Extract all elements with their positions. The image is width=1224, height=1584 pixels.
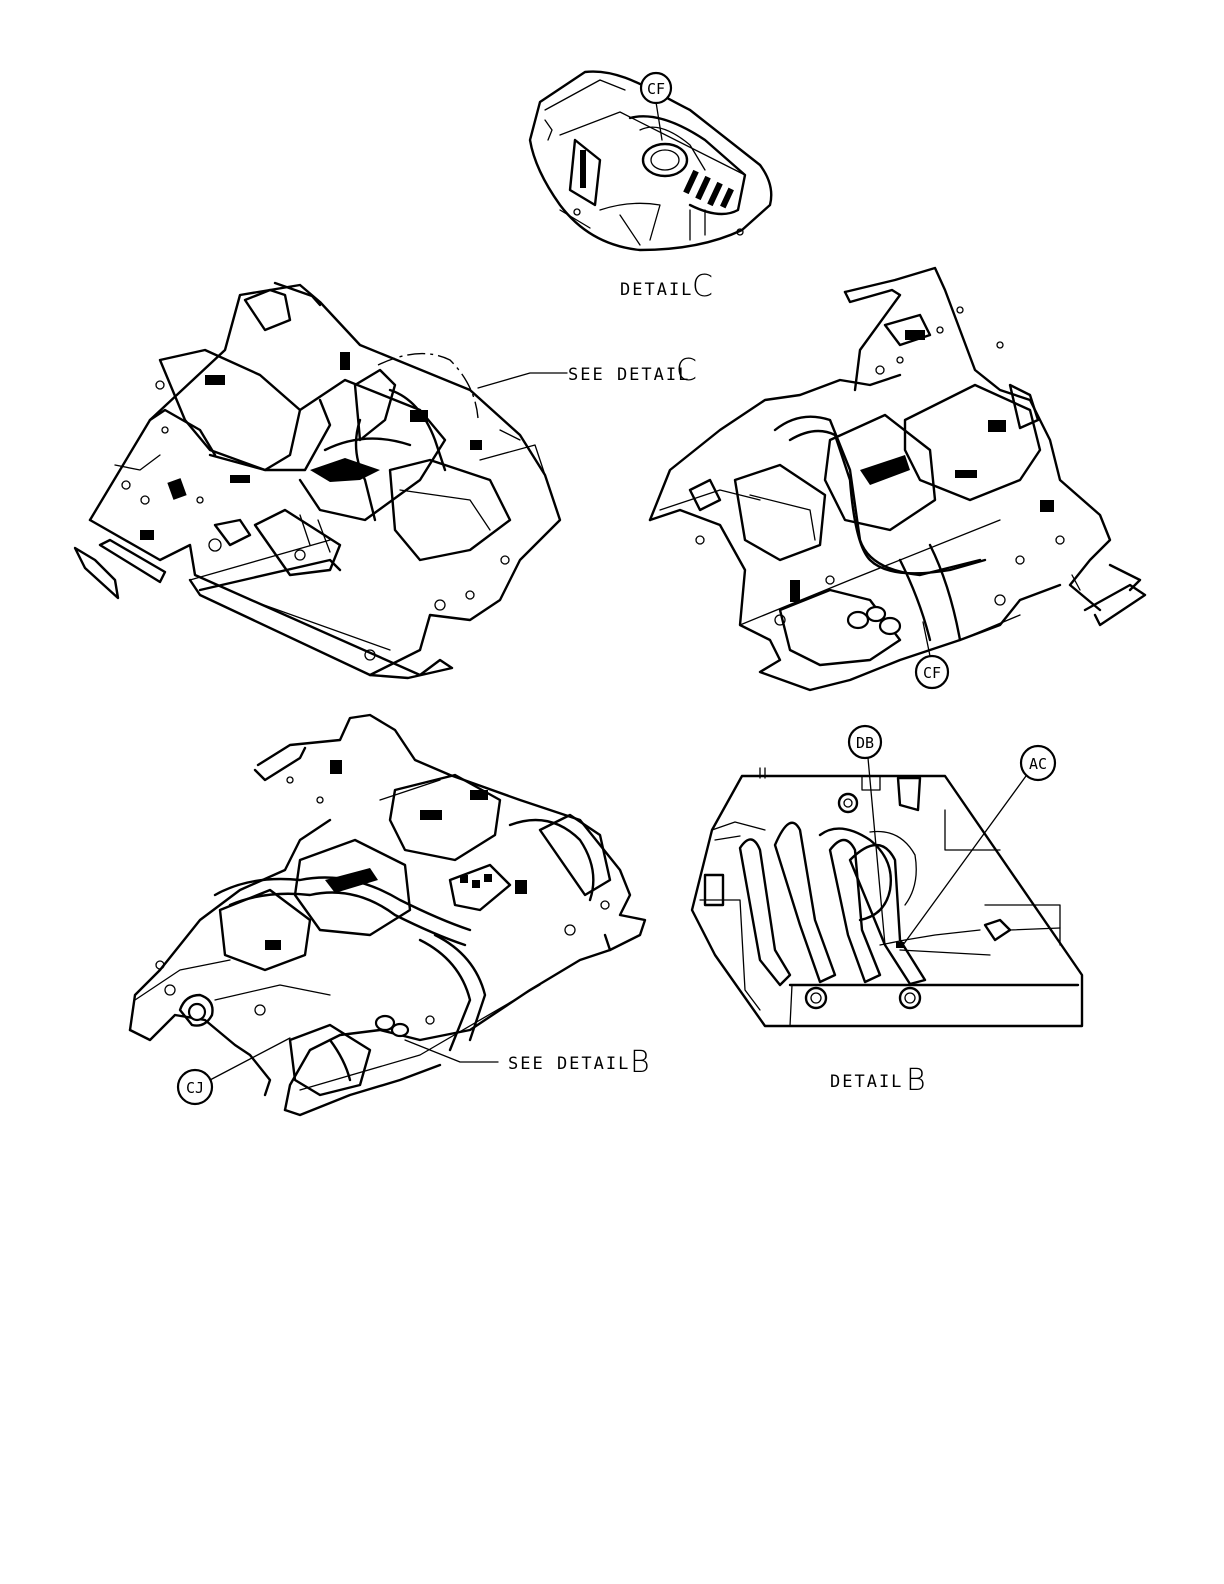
balloon-cj-lower-view-label: CJ	[186, 1079, 204, 1097]
balloon-cf-detail-c-label: CF	[647, 80, 665, 98]
detail-c-title-text: DETAIL	[620, 280, 693, 300]
left-iso-view	[75, 283, 560, 678]
callout-see-detail-c-letter: C	[676, 353, 697, 388]
balloon-db-detail-b: DB	[849, 726, 885, 945]
callout-see-detail-b: SEE DETAIL B	[405, 1040, 650, 1080]
detail-c-title-letter: C	[692, 269, 713, 304]
detail-b-view	[692, 768, 1082, 1026]
detail-c-title: DETAIL C	[620, 269, 713, 304]
balloon-cj-lower-view: CJ	[178, 1038, 290, 1104]
balloon-cf-detail-c: CF	[641, 73, 671, 103]
detail-b-title-text: DETAIL	[830, 1072, 903, 1092]
callout-see-detail-c: SEE DETAIL C	[478, 353, 697, 388]
right-iso-view	[650, 268, 1145, 690]
balloon-cf-right-view: CF	[916, 656, 948, 688]
balloon-cf-right-view-label: CF	[923, 664, 941, 682]
detail-b-title: DETAIL B	[830, 1063, 926, 1098]
callout-see-detail-c-text: SEE DETAIL	[568, 365, 690, 385]
balloon-db-detail-b-label: DB	[856, 734, 874, 752]
callout-see-detail-b-letter: B	[630, 1045, 650, 1080]
callout-see-detail-b-text: SEE DETAIL	[508, 1054, 630, 1074]
balloon-ac-detail-b-label: AC	[1029, 755, 1047, 773]
detail-b-title-letter: B	[906, 1063, 926, 1098]
